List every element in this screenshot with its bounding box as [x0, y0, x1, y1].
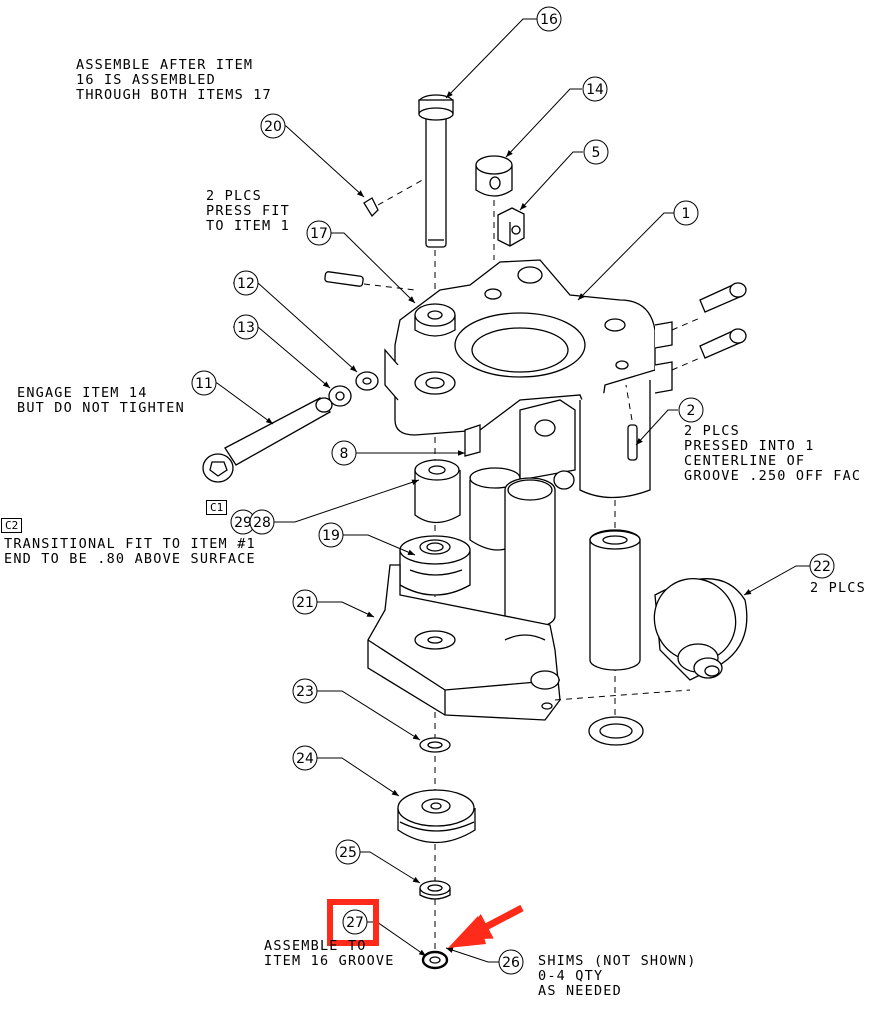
balloon-13: 13: [233, 314, 259, 340]
svg-text:5: 5: [592, 145, 601, 161]
item-21-base: [367, 564, 561, 721]
svg-text:29: 29: [234, 515, 252, 531]
leader-lines: [192, 18, 810, 963]
note-shims: SHIMS (NOT SHOWN) 0-4 QTY AS NEEDED: [538, 953, 697, 999]
item-20-key: [363, 197, 379, 218]
balloon-24: 24: [292, 745, 318, 771]
balloon-26: 26: [498, 949, 524, 975]
balloon-14: 14: [582, 76, 608, 102]
item-22-pulley: [554, 577, 748, 701]
balloon-25: 25: [335, 839, 361, 865]
note-press-fit: 2 PLCS PRESS FIT TO ITEM 1: [206, 188, 290, 234]
svg-text:24: 24: [296, 751, 314, 767]
balloon-5: 5: [583, 139, 609, 165]
svg-text:20: 20: [264, 119, 282, 135]
balloon-19: 19: [318, 522, 344, 548]
balloon-17: 17: [306, 220, 332, 246]
svg-text:23: 23: [296, 684, 314, 700]
callout-c1: C1: [206, 500, 228, 515]
svg-text:12: 12: [237, 276, 255, 292]
note-assemble-after: ASSEMBLE AFTER ITEM 16 IS ASSEMBLED THRO…: [76, 57, 272, 103]
balloons: 16 14 5 1 20 17 12 13 11 2 8 29 28 19 21…: [191, 6, 835, 975]
svg-text:8: 8: [340, 446, 349, 462]
item-25-bushing: [419, 880, 451, 900]
item-8-bracket: [464, 399, 576, 490]
svg-text:17: 17: [310, 226, 328, 242]
balloon-29: 29: [230, 509, 256, 535]
right-cylinder: [589, 529, 641, 671]
svg-text:27: 27: [346, 915, 364, 931]
svg-text:25: 25: [339, 845, 357, 861]
svg-text:1: 1: [682, 206, 691, 222]
balloon-21: 21: [292, 589, 318, 615]
note-transitional: TRANSITIONAL FIT TO ITEM #1 END TO BE .8…: [4, 536, 256, 567]
item-19-pulley: [399, 535, 471, 596]
svg-text:13: 13: [237, 320, 255, 336]
svg-text:22: 22: [813, 559, 831, 575]
item-11-screw: [202, 397, 333, 483]
highlight-arrowhead: [448, 916, 486, 948]
balloon-12: 12: [233, 270, 259, 296]
item-17-bushings: [414, 303, 456, 395]
balloon-11: 11: [191, 370, 217, 396]
parts-illustration: [202, 94, 748, 970]
note-two-plcs-22: 2 PLCS: [810, 580, 866, 596]
svg-text:21: 21: [296, 595, 314, 611]
svg-text:14: 14: [586, 82, 604, 98]
balloon-28: 28: [249, 509, 275, 535]
note-pressed-into: 2 PLCS PRESSED INTO 1 CENTERLINE OF GROO…: [684, 423, 862, 484]
right-screws: [671, 282, 747, 371]
callout-c2: C2: [1, 518, 23, 533]
balloon-8: 8: [331, 440, 357, 466]
balloon-2: 2: [678, 397, 704, 423]
note-engage: ENGAGE ITEM 14 BUT DO NOT TIGHTEN: [17, 385, 185, 416]
item-5-block: [497, 207, 525, 247]
svg-text:2: 2: [687, 403, 696, 419]
item-16-pin: [418, 94, 454, 248]
balloon-20: 20: [260, 113, 286, 139]
balloon-27: 27: [342, 909, 368, 935]
balloon-16: 16: [536, 6, 562, 32]
svg-text:11: 11: [195, 376, 213, 392]
item-28-29-wheels: [414, 459, 556, 629]
svg-text:26: 26: [502, 955, 520, 971]
item-24-pulley: [397, 789, 476, 844]
small-pin: [324, 271, 416, 291]
balloon-23: 23: [292, 678, 318, 704]
item-1-housing: [384, 259, 673, 499]
svg-text:19: 19: [322, 528, 340, 544]
note-assemble-to: ASSEMBLE TO ITEM 16 GROOVE: [264, 938, 395, 969]
highlight-box: [327, 899, 379, 946]
svg-text:16: 16: [540, 12, 558, 28]
item-14-nut: [475, 155, 513, 197]
svg-text:28: 28: [253, 515, 271, 531]
balloon-1: 1: [673, 200, 699, 226]
balloon-22: 22: [809, 553, 835, 579]
